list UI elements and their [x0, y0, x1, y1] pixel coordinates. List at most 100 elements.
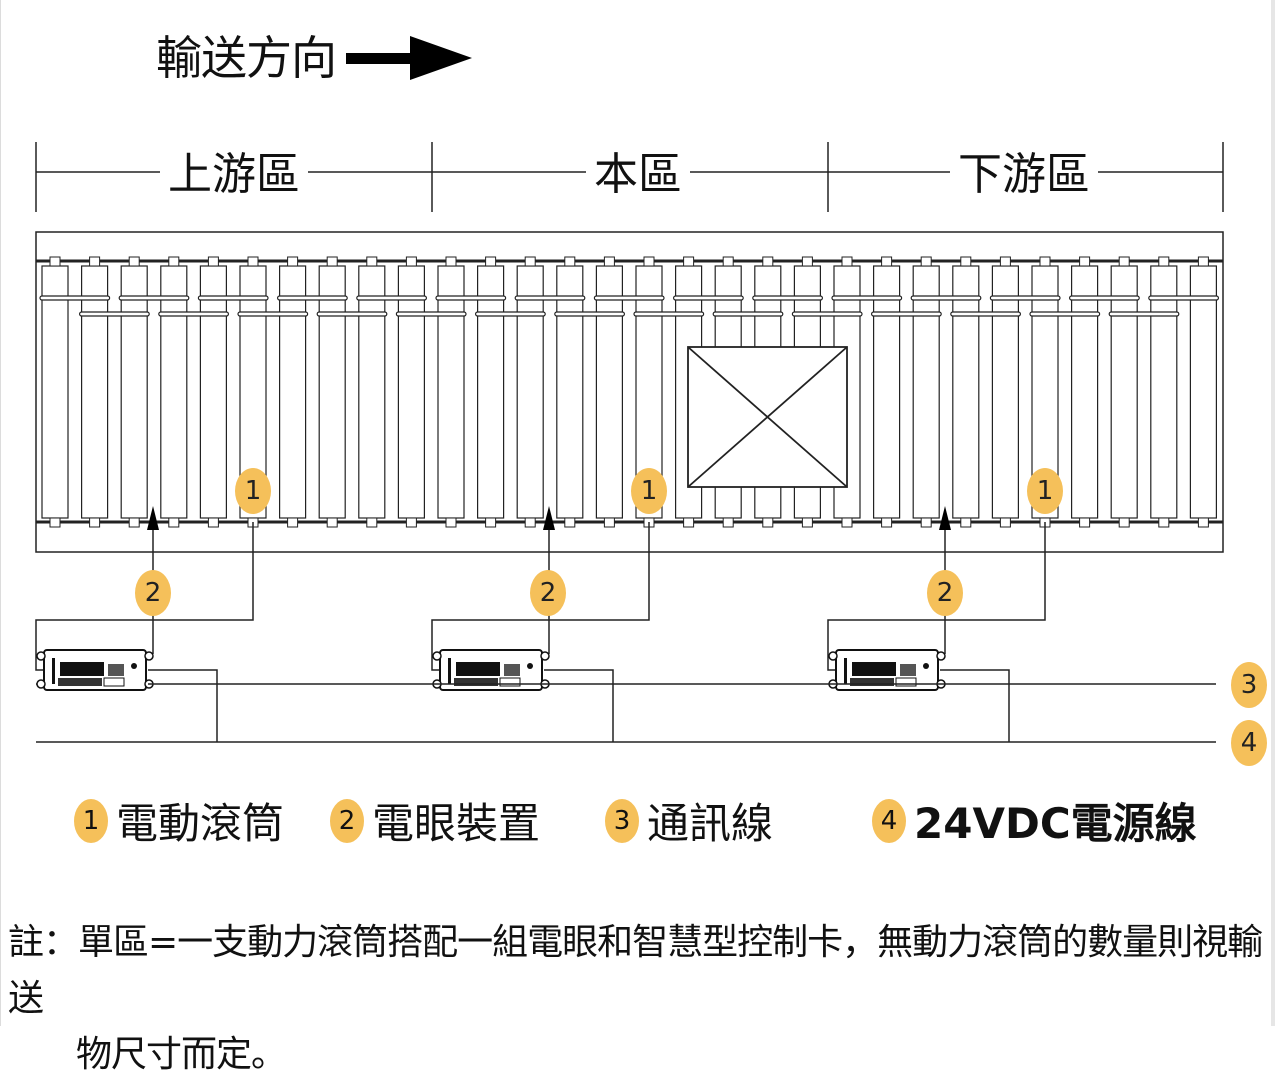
belt — [197, 295, 269, 301]
legend-item-power-line: 4 24VDC電源線 — [872, 790, 1197, 851]
conveying-direction-title: 輸送方向 — [156, 31, 337, 85]
belt — [1148, 295, 1220, 301]
belt — [435, 295, 507, 301]
motor-roller-marker: 1 — [235, 468, 271, 514]
roller — [952, 256, 980, 528]
belt — [712, 311, 784, 317]
belt — [78, 311, 150, 317]
roller — [1070, 256, 1099, 528]
controller-card-icon — [36, 649, 154, 691]
belt — [791, 311, 863, 317]
legend-badge: 3 — [605, 798, 639, 843]
zone-label-current: 本區 — [586, 138, 690, 202]
belt — [316, 311, 388, 317]
footnote: 註：單區=一支動力滾筒搭配一組電眼和智慧型控制卡，無動力滾筒的數量則視輸送 物尺… — [8, 915, 1270, 1083]
conveyor-diagram — [35, 36, 1224, 743]
zone-label-upstream: 上游區 — [160, 138, 308, 202]
power-drop-wire — [544, 669, 614, 742]
belt — [277, 295, 348, 301]
belt — [831, 295, 903, 301]
photo-eye-arrow-icon — [147, 506, 159, 530]
comm-line-marker: 3 — [1231, 662, 1267, 708]
belt — [752, 295, 823, 301]
power-drop-wire — [148, 669, 218, 742]
roller — [279, 256, 307, 528]
roller — [477, 256, 505, 528]
roller — [358, 256, 386, 528]
belt — [950, 311, 1021, 317]
belt — [39, 295, 111, 301]
belt — [395, 311, 467, 317]
legend-item-motor-roller: 1 電動滾筒 — [74, 790, 284, 851]
legend-item-comm-line: 3 通訊線 — [605, 790, 773, 851]
motor-roller-marker: 1 — [631, 468, 667, 514]
photo-eye-arrow-icon — [939, 506, 951, 530]
page-right-edge — [1271, 0, 1275, 1026]
belt — [554, 311, 625, 317]
belt — [593, 295, 665, 301]
motor-wire — [431, 522, 650, 671]
belt — [118, 295, 190, 301]
photo-eye-marker: 2 — [530, 570, 566, 616]
roller — [516, 256, 544, 528]
wiring — [35, 506, 1046, 742]
belt — [475, 311, 546, 317]
roller — [199, 256, 227, 528]
roller — [1110, 256, 1138, 528]
roller — [1189, 256, 1218, 528]
legend-item-photo-eye: 2 電眼裝置 — [330, 790, 540, 851]
legend-label: 電動滾筒 — [116, 799, 285, 848]
roller — [595, 256, 624, 528]
footnote-line-2: 物尺寸而定。 — [76, 1034, 287, 1075]
belt — [158, 311, 230, 317]
belt — [870, 311, 942, 317]
power-line-marker: 4 — [1231, 720, 1267, 766]
photo-eye-arrow-icon — [543, 506, 555, 530]
legend-label: 24VDC電源線 — [914, 799, 1197, 848]
page-left-edge — [0, 0, 1, 1026]
motor-roller-marker: 1 — [1027, 468, 1063, 514]
roller — [160, 256, 188, 528]
legend-label: 通訊線 — [647, 799, 774, 848]
belt — [633, 311, 705, 317]
footnote-line-1: 註：單區=一支動力滾筒搭配一組電眼和智慧型控制卡，無動力滾筒的數量則視輸送 — [8, 922, 1263, 1019]
conveyor-frame — [35, 231, 1224, 553]
belt — [237, 311, 309, 317]
belt — [910, 295, 982, 301]
zone-label-downstream: 下游區 — [950, 138, 1098, 202]
legend-badge: 1 — [74, 798, 108, 843]
legend-badge: 2 — [330, 798, 364, 843]
belt — [989, 295, 1061, 301]
belt — [514, 295, 586, 301]
roller — [991, 256, 1020, 528]
belt — [672, 295, 744, 301]
belt — [1029, 311, 1101, 317]
legend-badge: 4 — [872, 798, 906, 843]
roller — [80, 256, 109, 528]
roller — [41, 256, 69, 528]
belt — [1108, 311, 1180, 317]
photo-eye-marker: 2 — [135, 570, 171, 616]
roller — [397, 256, 425, 528]
roller — [872, 256, 901, 528]
controller-cards — [36, 649, 946, 691]
roller — [120, 256, 148, 528]
motor-wire — [827, 522, 1046, 671]
photo-eye-marker: 2 — [927, 570, 963, 616]
motor-wire — [35, 522, 254, 671]
bus-lines — [36, 683, 1216, 743]
belt — [1068, 295, 1140, 301]
legend-label: 電眼裝置 — [372, 799, 541, 848]
belt — [356, 295, 427, 301]
package-box — [687, 346, 848, 488]
belt-group — [39, 295, 1220, 317]
roller — [318, 256, 346, 528]
roller — [1150, 256, 1178, 528]
power-drop-wire — [940, 669, 1010, 742]
roller — [556, 256, 584, 528]
roller — [437, 256, 465, 528]
direction-arrow-icon — [346, 36, 472, 80]
controller-card-icon — [432, 649, 550, 691]
controller-card-icon — [828, 649, 946, 691]
roller — [912, 256, 940, 528]
